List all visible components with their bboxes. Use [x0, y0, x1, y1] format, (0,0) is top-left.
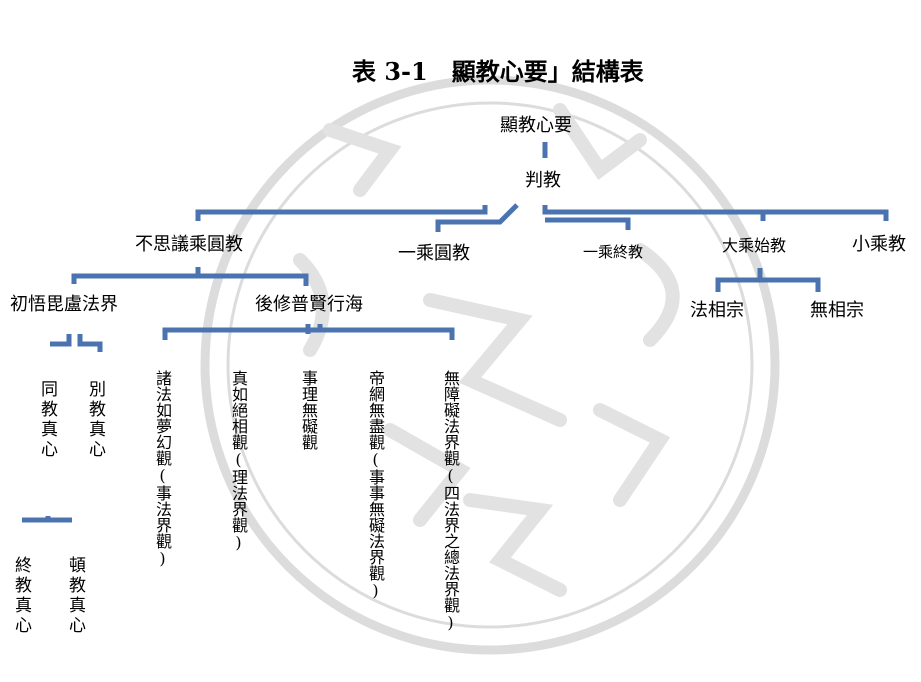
- diagram-title: 表 3-1 顯教心要」結構表: [352, 57, 644, 86]
- connector-chuwu-right: [77, 334, 103, 352]
- node-xiaocheng: 小乘教: [852, 234, 906, 255]
- connector-panjiao-yuanjiao: [435, 203, 519, 232]
- node-yicheng-zhongjiao: 一乘終教: [583, 243, 644, 261]
- connector-panjiao-right: [542, 205, 889, 221]
- node-busiyi: 不思議乘圓教: [135, 234, 243, 255]
- node-wuzhang: 無障礙法界觀(四法界之總法界觀): [441, 370, 460, 632]
- node-dacheng-shijiao: 大乘始教: [722, 236, 787, 255]
- connector-zhongjiao: [545, 217, 631, 230]
- connector-houxiu-inner: [242, 324, 323, 333]
- connector-chuwu-left: [50, 334, 72, 347]
- node-panjiao: 判教: [525, 170, 561, 191]
- node-houxiu: 後修普賢行海: [255, 294, 363, 315]
- node-zhongjiao: 終教真心: [11, 556, 31, 636]
- node-chuwu: 初悟毘盧法界: [10, 294, 118, 315]
- node-faxiang: 法相宗: [690, 300, 744, 321]
- connector-dacheng-split: [715, 277, 821, 292]
- node-diwang: 帝網無盡觀(事事無礙法界觀): [366, 370, 385, 600]
- node-zhufa: 諸法如夢幻觀(事法界觀): [153, 370, 172, 568]
- connector-panjiao-left: [195, 205, 488, 221]
- node-root: 顯教心要: [500, 115, 572, 136]
- connector-busiyi-right: [198, 273, 309, 286]
- node-wuxiang: 無相宗: [810, 300, 864, 321]
- node-zhenru: 真如絕相觀(理法界觀): [229, 370, 248, 552]
- node-tongjiao: 同教真心: [37, 380, 57, 460]
- node-dunjiao: 頓教真心: [65, 556, 85, 636]
- node-biejiao: 別教真心: [85, 380, 105, 460]
- connector-busiyi-split: [71, 267, 201, 284]
- node-yicheng-yuanjiao: 一乘圓教: [398, 243, 470, 264]
- node-shili: 事理無礙觀: [299, 370, 318, 450]
